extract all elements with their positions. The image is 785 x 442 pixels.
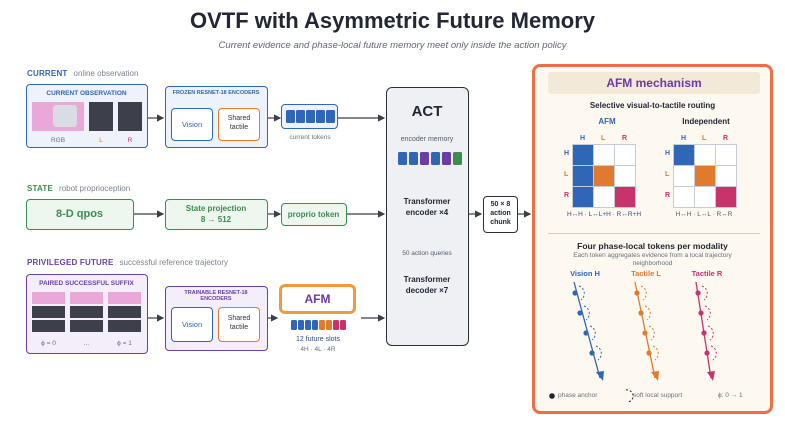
- trainable-encoders-box: TRAINABLE RESNET-18 ENCODERS Vision Shar…: [165, 286, 268, 351]
- indep-matrix-row-headers: H L R: [665, 150, 671, 199]
- tactile-left-label: L: [99, 137, 103, 144]
- afm-mechanism-panel: [532, 64, 773, 414]
- future-slots-label: 12 future slots: [296, 336, 340, 343]
- current-token: [296, 110, 305, 123]
- trainable-vision-encoder: Vision: [171, 307, 213, 342]
- afm-attention-matrix: [572, 144, 636, 208]
- future-slot: [298, 320, 304, 330]
- future-slot: [319, 320, 325, 330]
- afm-module-box: AFM: [279, 284, 356, 314]
- afm-routing-caption: H↔H · L↔L+H · R↔R+H: [566, 211, 642, 218]
- memory-token: [431, 152, 440, 165]
- memory-token: [398, 152, 407, 165]
- future-slot: [312, 320, 318, 330]
- phase-tokens-subtitle: Each token aggregates evidence from a lo…: [573, 252, 732, 267]
- independent-matrix-label: Independent: [682, 117, 730, 126]
- current-observation-title: CURRENT OBSERVATION: [46, 90, 127, 97]
- mechanism-title: AFM mechanism: [606, 76, 702, 90]
- suffix-tactile-frame: [70, 320, 103, 332]
- legend-phase-anchor: phase anchor: [558, 392, 598, 399]
- vision-h-label: Vision H: [570, 269, 600, 278]
- legend-phase-range: ϕ: 0 → 1: [718, 392, 743, 399]
- memory-token: [453, 152, 462, 165]
- routing-title: Selective visual-to-tactile routing: [589, 101, 716, 110]
- suffix-rgb-frame: [108, 292, 141, 304]
- act-policy-box: ACT encoder memory Transformer encoder ×…: [386, 87, 469, 346]
- afm-matrix-row-headers: H L R: [564, 150, 570, 199]
- encoder-memory-label: encoder memory: [400, 136, 454, 143]
- trainable-encoders-title: TRAINABLE RESNET-18 ENCODERS: [184, 290, 248, 302]
- memory-token: [442, 152, 451, 165]
- current-token: [316, 110, 325, 123]
- independent-routing-caption: H↔H · L↔L · R↔R: [675, 211, 733, 218]
- memory-token: [409, 152, 418, 165]
- current-token: [286, 110, 295, 123]
- phase-tokens-title: Four phase-local tokens per modality: [577, 241, 728, 251]
- future-slots-breakdown: 4H · 4L · 4R: [300, 346, 336, 353]
- suffix-rgb-frame: [32, 292, 65, 304]
- frozen-encoders-title: FROZEN RESNET-18 ENCODERS: [172, 90, 260, 96]
- rgb-image: [32, 102, 84, 131]
- state-projection-box: State projection 8 → 512: [165, 199, 268, 230]
- tactile-left-image: [89, 102, 113, 131]
- suffix-rgb-frame: [70, 292, 103, 304]
- memory-token: [420, 152, 429, 165]
- tactile-right-label: R: [127, 137, 133, 144]
- tactile-l-label: Tactile L: [631, 269, 661, 278]
- future-slot: [340, 320, 346, 330]
- phi-start-label: ϕ = 0: [41, 340, 56, 347]
- future-slot: [333, 320, 339, 330]
- transformer-decoder-label: Transformer decoder ×7: [403, 275, 451, 295]
- page-subtitle: Current evidence and phase-local future …: [218, 40, 567, 51]
- action-queries-label: 50 action queries: [402, 250, 452, 257]
- suffix-tactile-frame: [32, 320, 65, 332]
- current-token: [326, 110, 335, 123]
- paired-suffix-title: PAIRED SUCCESSFUL SUFFIX: [39, 280, 134, 287]
- qpos-box: 8-D qpos: [26, 199, 134, 230]
- legend-soft-support: soft local support: [633, 392, 683, 399]
- mechanism-title-band: AFM mechanism: [548, 72, 760, 94]
- current-observation-box: CURRENT OBSERVATION RGB L R: [26, 84, 148, 148]
- phi-dots-label: ...: [83, 340, 90, 347]
- suffix-tactile-frame: [108, 320, 141, 332]
- suffix-tactile-frame: [70, 306, 103, 318]
- panel-divider: [548, 233, 760, 234]
- future-slot: [291, 320, 297, 330]
- afm-matrix-label: AFM: [598, 117, 616, 126]
- future-slot: [305, 320, 311, 330]
- frozen-tactile-encoder: Shared tactile: [218, 108, 260, 141]
- tactile-r-label: Tactile R: [691, 269, 723, 278]
- independent-attention-matrix: [673, 144, 737, 208]
- current-tokens-label: current tokens: [289, 134, 331, 141]
- transformer-encoder-label: Transformer encoder ×4: [403, 197, 451, 217]
- phi-end-label: ϕ = 1: [117, 340, 132, 347]
- current-token: [306, 110, 315, 123]
- trainable-tactile-encoder: Shared tactile: [218, 307, 260, 342]
- act-title: ACT: [411, 103, 443, 120]
- frozen-encoders-box: FROZEN RESNET-18 ENCODERS Vision Shared …: [165, 86, 268, 148]
- page-title: OVTF with Asymmetric Future Memory: [189, 8, 596, 33]
- frozen-vision-encoder: Vision: [171, 108, 213, 141]
- suffix-tactile-frame: [108, 306, 141, 318]
- paired-suffix-box: PAIRED SUCCESSFUL SUFFIX ϕ = 0 ... ϕ = 1: [26, 274, 148, 354]
- future-slot: [326, 320, 332, 330]
- action-chunk-box: 50 × 8 action chunk: [483, 196, 518, 233]
- tactile-right-image: [118, 102, 142, 131]
- proprio-token-box: proprio token: [281, 203, 347, 226]
- rgb-label: RGB: [50, 137, 66, 144]
- suffix-tactile-frame: [32, 306, 65, 318]
